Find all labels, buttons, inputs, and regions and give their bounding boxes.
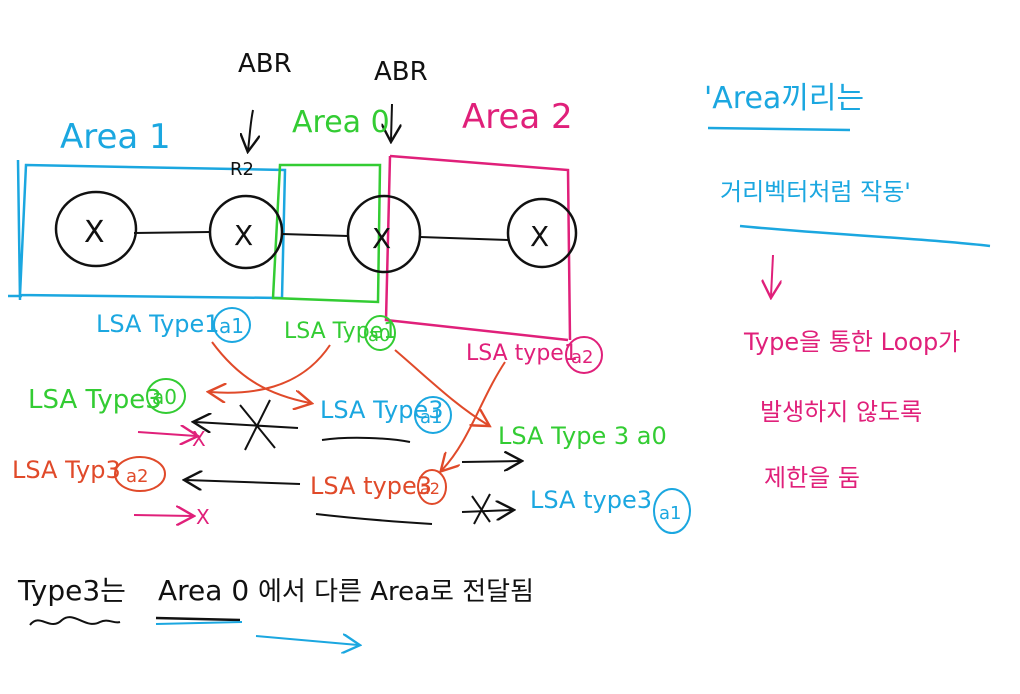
note-line1-underline [707, 126, 851, 132]
bottom-area0: Area 0 [158, 574, 249, 607]
link-r2-r3 [281, 233, 349, 237]
block-mark-top [239, 399, 276, 451]
abr-label-right: ABR [374, 57, 428, 87]
note-line5: 제한을 둠 [764, 464, 860, 492]
lsa-type3-a1-mid-badge-ring [414, 396, 452, 434]
underline-type3a1 [321, 436, 411, 443]
lsa-type1-a1-badge: a1 [219, 314, 244, 338]
lsa-type1-a2-badge-ring [565, 336, 603, 374]
lsa-type3-a2-mid: LSA type3 [310, 472, 432, 500]
router-2-label: X [234, 219, 253, 252]
flow-type1a0-to-type3a0 [210, 344, 331, 393]
lsa-type3-a1-mid-badge: a1 [420, 407, 442, 428]
note-line2: 거리벡터처럼 작동' [720, 178, 911, 206]
lsa-type3-a0-right: LSA Type 3 a0 [498, 422, 667, 450]
lsa-type3-a2-mid-badge: a2 [420, 479, 440, 498]
bottom-type3: Type3는 [17, 574, 126, 607]
router-3: X [346, 194, 422, 274]
bottom-type3-squiggle [29, 616, 121, 626]
area1-label: Area 1 [60, 117, 171, 157]
abr-arrow-left [248, 109, 253, 150]
router-2: X R2 [208, 159, 284, 270]
lsa-type1-a2-badge: a2 [571, 347, 593, 368]
lsa-type1-a0-badge-ring [364, 315, 396, 351]
arrow-right-top [461, 461, 520, 462]
router-1: X [54, 190, 138, 268]
pink-x-bottom: X [196, 505, 210, 529]
lsa-type3-a1-right: LSA type3 [530, 486, 652, 514]
lsa-type1-a2: LSA type1 [466, 341, 578, 366]
router-1-label: X [84, 215, 105, 250]
block-mark-bottom [471, 493, 491, 525]
note-line2-underline [739, 224, 991, 248]
lsa-type3-a2-left-badge-ring [114, 456, 166, 492]
lsa-type1-a1-badge-ring [213, 307, 251, 343]
area2-box [384, 154, 572, 342]
bottom-rest: 에서 다른 Area로 전달됨 [258, 577, 534, 607]
arrow-right-bottom [461, 510, 512, 512]
flow-type1a2-to-type3a2 [442, 361, 506, 470]
bottom-area0-underline [155, 616, 241, 622]
lsa-type1-a0-badge: a0 [368, 325, 390, 346]
router-4: X [506, 197, 578, 269]
area0-label: Area 0 [292, 105, 390, 140]
underline-type3a2 [315, 513, 433, 525]
pink-arrow-bottom [133, 515, 192, 516]
bottom-arrow [255, 636, 358, 645]
router-4-label: X [530, 220, 549, 253]
flow-type1a1-to-type3a1 [211, 341, 310, 403]
lsa-type1-a1: LSA Type1 [96, 310, 220, 338]
pink-x-top: X [192, 427, 206, 451]
pink-arrow-top [137, 432, 196, 436]
r2-label: R2 [230, 159, 254, 180]
arrow-left-bottom [186, 480, 301, 484]
link-r1-r2 [133, 231, 211, 234]
note-line3: Type을 통한 Loop가 [743, 328, 960, 356]
bottom-area0-underline-blue [155, 621, 243, 625]
lsa-type3-a0-left-badge-ring [146, 378, 186, 414]
lsa-type1-a0: LSA Type1 [284, 319, 397, 344]
note-line1: 'Area끼리는 [704, 81, 864, 116]
link-r3-r4 [419, 236, 509, 241]
flow-type1a0-to-type3a0-right [394, 349, 488, 425]
abr-label-left: ABR [238, 49, 292, 79]
lsa-type3-a2-left-badge: a2 [126, 466, 148, 487]
note-down-arrow [771, 254, 773, 296]
lsa-type3-a0-left-badge: a0 [152, 385, 177, 409]
abr-arrow-right [391, 103, 392, 140]
lsa-type3-a0-left: LSA Type3 [28, 385, 162, 415]
router-3-label: X [372, 222, 391, 255]
note-line4: 발생하지 않도록 [760, 398, 922, 426]
lsa-type3-a2-left: LSA Typ3 [12, 456, 121, 484]
arrow-left-top [195, 422, 299, 428]
lsa-type3-a2-mid-badge-ring [417, 469, 447, 505]
lsa-type3-a1-right-badge: a1 [659, 503, 681, 524]
lsa-type3-a1-right-badge-ring [653, 488, 691, 534]
area2-label: Area 2 [462, 97, 573, 137]
